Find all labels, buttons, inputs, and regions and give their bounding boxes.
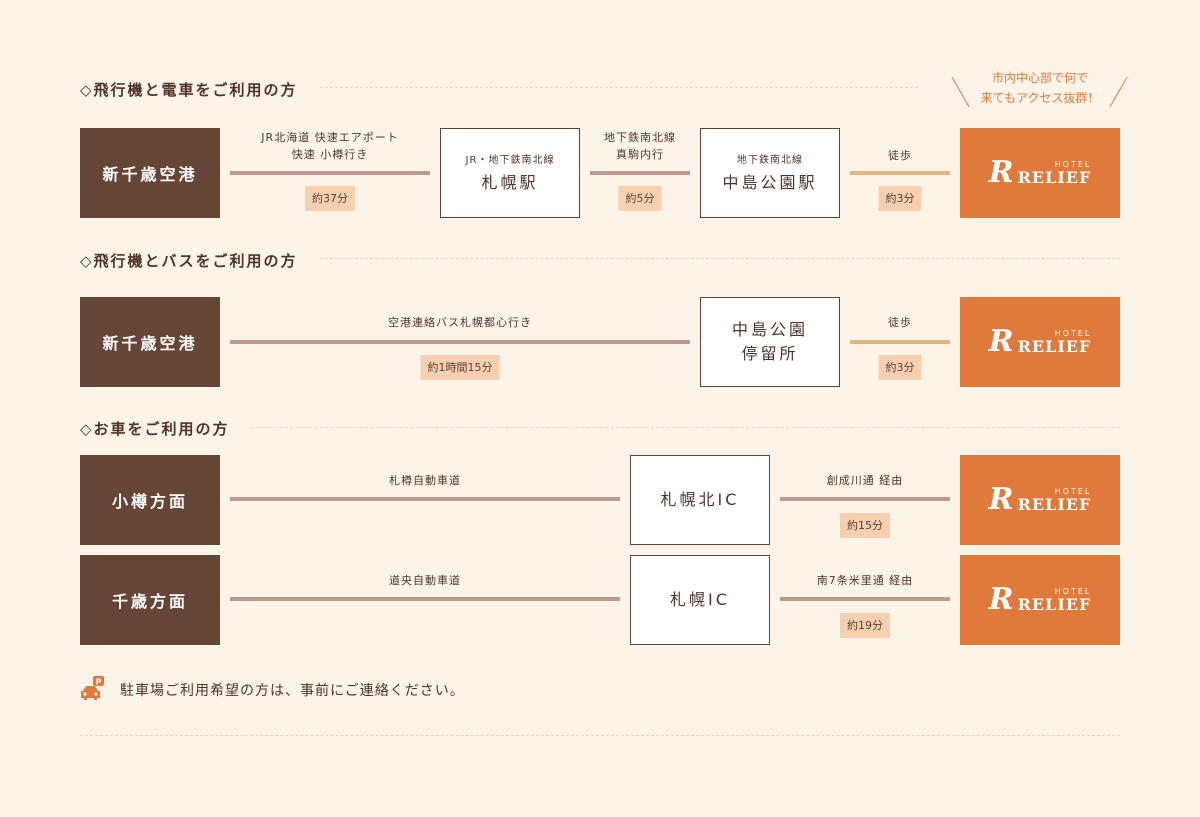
time-badge: 約15分: [840, 513, 890, 538]
route-line: [590, 171, 690, 175]
time-badge: 約37分: [305, 186, 355, 211]
callout-line-2: 来てもアクセス抜群！: [980, 91, 1100, 105]
route-line: [230, 497, 620, 501]
route-line: [230, 340, 690, 344]
footer-divider: [80, 735, 1120, 736]
parking-car-icon: P: [81, 676, 104, 700]
parking-notice: 駐車場ご利用希望の方は、事前にご連絡ください。: [120, 683, 465, 699]
route-label: 札樽自動車道: [389, 474, 461, 487]
route-line: [780, 597, 950, 601]
origin-box: 千歳方面: [80, 555, 220, 645]
section-divider: [250, 427, 1120, 428]
section-divider: [320, 258, 1120, 259]
access-callout: 市内中心部で何で 来てもアクセス抜群！: [960, 68, 1120, 108]
section-divider: [320, 87, 918, 88]
route-label: 地下鉄南北線 真駒内行: [604, 131, 676, 161]
origin-box: 新千歳空港: [80, 297, 220, 387]
route-line: [780, 497, 950, 501]
route-label: 南7条米里通 経由: [816, 574, 914, 587]
interchange-box: 札幌北IC: [630, 455, 770, 545]
station-box-nakajima-koen: 地下鉄南北線 中島公園駅: [700, 128, 840, 218]
callout-line-1: 市内中心部で何で: [991, 71, 1088, 85]
interchange-box: 札幌IC: [630, 555, 770, 645]
walk-label: 徒歩: [888, 149, 912, 162]
origin-box: 小樽方面: [80, 455, 220, 545]
route-label: 空港連絡バス札幌都心行き: [388, 316, 532, 329]
time-badge: 約1時間15分: [420, 355, 500, 380]
route-label: 創成川通 経由: [826, 474, 904, 487]
section-title-car: ◇お車をご利用の方: [80, 420, 230, 438]
bus-stop-box: 中島公園 停留所: [700, 297, 840, 387]
time-badge: 約3分: [878, 186, 922, 211]
route-line: [230, 171, 430, 175]
walk-line: [850, 340, 950, 344]
section-title-plane-train: ◇飛行機と電車をご利用の方: [80, 81, 298, 99]
station-box-sapporo: JR・地下鉄南北線 札幌駅: [440, 128, 580, 218]
route-label: 道央自動車道: [389, 574, 461, 587]
route-line: [230, 597, 620, 601]
section-title-plane-bus: ◇飛行機とバスをご利用の方: [80, 252, 298, 270]
origin-box: 新千歳空港: [80, 128, 220, 218]
time-badge: 約5分: [618, 186, 662, 211]
svg-text:P: P: [96, 678, 102, 687]
walk-line: [850, 171, 950, 175]
walk-label: 徒歩: [888, 316, 912, 329]
time-badge: 約3分: [878, 355, 922, 380]
route-label: JR北海道 快速エアポート 快速 小樽行き: [261, 131, 399, 161]
time-badge: 約19分: [840, 613, 890, 638]
